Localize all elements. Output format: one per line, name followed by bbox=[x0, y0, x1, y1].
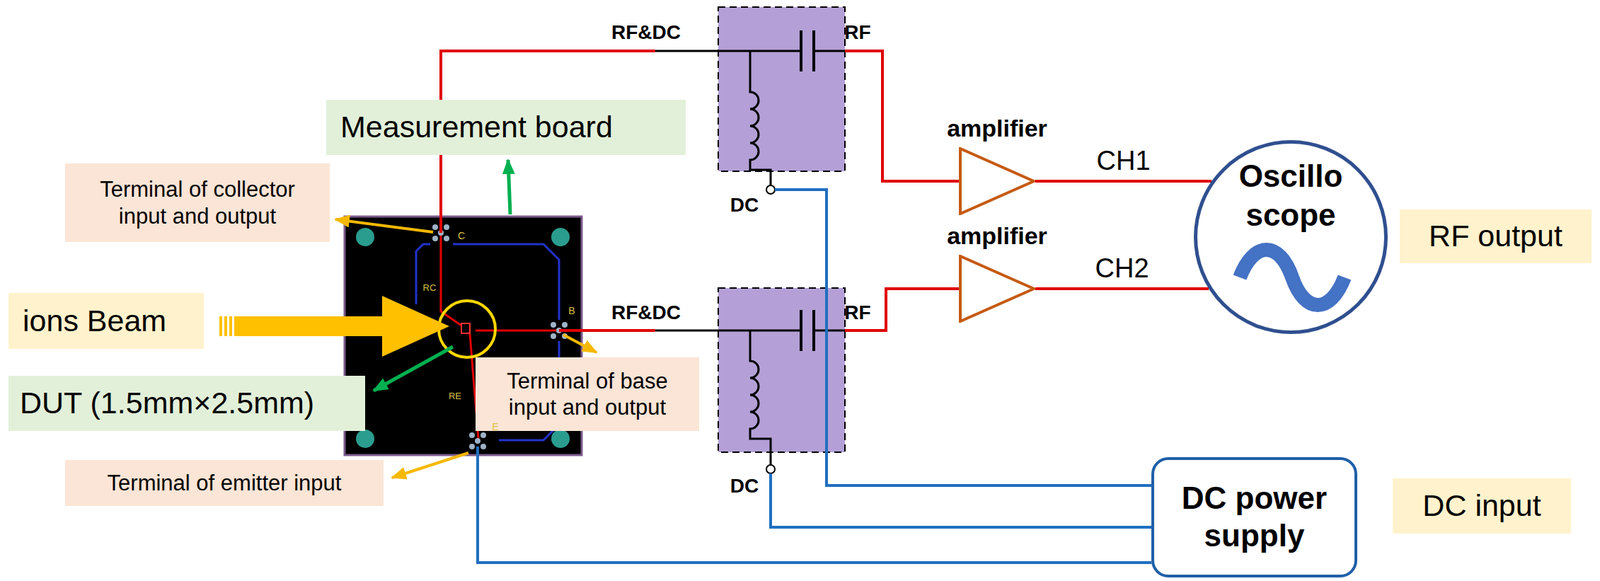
capacitor-symbol bbox=[801, 30, 814, 72]
sine-wave-icon bbox=[1239, 249, 1345, 305]
capacitor-symbol bbox=[801, 309, 814, 351]
silkscreen-label: RE bbox=[448, 391, 462, 402]
rf-wire bbox=[844, 288, 975, 331]
port-label: RF bbox=[844, 302, 871, 325]
box-text: Terminal of emitter input bbox=[107, 469, 342, 497]
signal-wire bbox=[1035, 179, 1212, 183]
port-label: RF bbox=[844, 21, 871, 44]
mount-hole bbox=[551, 227, 570, 247]
silkscreen-label: E bbox=[491, 421, 499, 433]
silkscreen-label: RC bbox=[423, 283, 437, 293]
dc-wire bbox=[774, 189, 1152, 486]
dc-wire bbox=[770, 473, 1152, 528]
port-label: DC bbox=[730, 475, 759, 498]
amplifier-triangle bbox=[958, 147, 1036, 216]
amplifier-outline bbox=[960, 256, 1034, 322]
box-text: Terminal of base input and output bbox=[489, 367, 686, 421]
label-box: Measurement board bbox=[326, 99, 686, 155]
leader-arrow bbox=[563, 334, 597, 353]
silkscreen-label: B bbox=[568, 305, 575, 317]
callout-box: Terminal of base input and output bbox=[475, 357, 700, 431]
amplifier-label: amplifier bbox=[946, 220, 1048, 251]
port-label: RF&DC bbox=[611, 302, 681, 325]
box-text: Terminal of collector input and output bbox=[79, 176, 316, 229]
rf-wire bbox=[559, 329, 656, 332]
mount-hole bbox=[355, 227, 375, 247]
box-text: RF output bbox=[1428, 217, 1563, 255]
label-box: DUT (1.5mm×2.5mm) bbox=[8, 375, 366, 431]
label-box: RF output bbox=[1399, 209, 1592, 264]
dc-wire bbox=[477, 446, 1152, 563]
channel-label: CH2 bbox=[1093, 254, 1152, 284]
box-text: DC power supply bbox=[1165, 479, 1344, 555]
label-box: ions Beam bbox=[8, 292, 204, 349]
amplifier-triangle bbox=[958, 254, 1036, 323]
leader-arrow bbox=[508, 159, 511, 215]
oscilloscope-label: Oscillo scope bbox=[1216, 156, 1366, 235]
label-box: DC input bbox=[1392, 478, 1571, 534]
leader-arrow bbox=[392, 452, 469, 478]
bias-tee-box bbox=[718, 7, 845, 172]
amplifier-symbol: amplifier bbox=[936, 220, 1058, 323]
callout-box: Terminal of emitter input bbox=[65, 459, 384, 506]
box-text: DUT (1.5mm×2.5mm) bbox=[19, 384, 315, 422]
box-text: ions Beam bbox=[22, 302, 167, 340]
dc-terminal bbox=[766, 464, 775, 474]
callout-box: Terminal of collector input and output bbox=[65, 163, 330, 243]
leader-arrow bbox=[335, 219, 434, 233]
ion-beam-arrow bbox=[219, 295, 450, 357]
power-supply-box: DC power supply bbox=[1151, 457, 1358, 578]
amplifier-label: amplifier bbox=[946, 113, 1048, 143]
channel-label: CH1 bbox=[1094, 146, 1153, 177]
port-label: DC bbox=[730, 194, 759, 217]
silkscreen-label: C bbox=[457, 230, 465, 242]
mount-hole bbox=[355, 429, 375, 448]
dc-terminal bbox=[766, 185, 775, 194]
dut-chip bbox=[461, 323, 470, 334]
mount-hole bbox=[551, 429, 570, 448]
box-text: Measurement board bbox=[340, 108, 613, 146]
port-label: RF&DC bbox=[611, 21, 681, 44]
amplifier-outline bbox=[960, 148, 1034, 214]
box-text: DC input bbox=[1422, 487, 1541, 525]
oscilloscope-circle: Oscillo scope bbox=[1193, 140, 1388, 335]
leader-arrow bbox=[373, 346, 453, 391]
signal-wire bbox=[1035, 287, 1209, 291]
amplifier-symbol: amplifier bbox=[936, 113, 1058, 216]
